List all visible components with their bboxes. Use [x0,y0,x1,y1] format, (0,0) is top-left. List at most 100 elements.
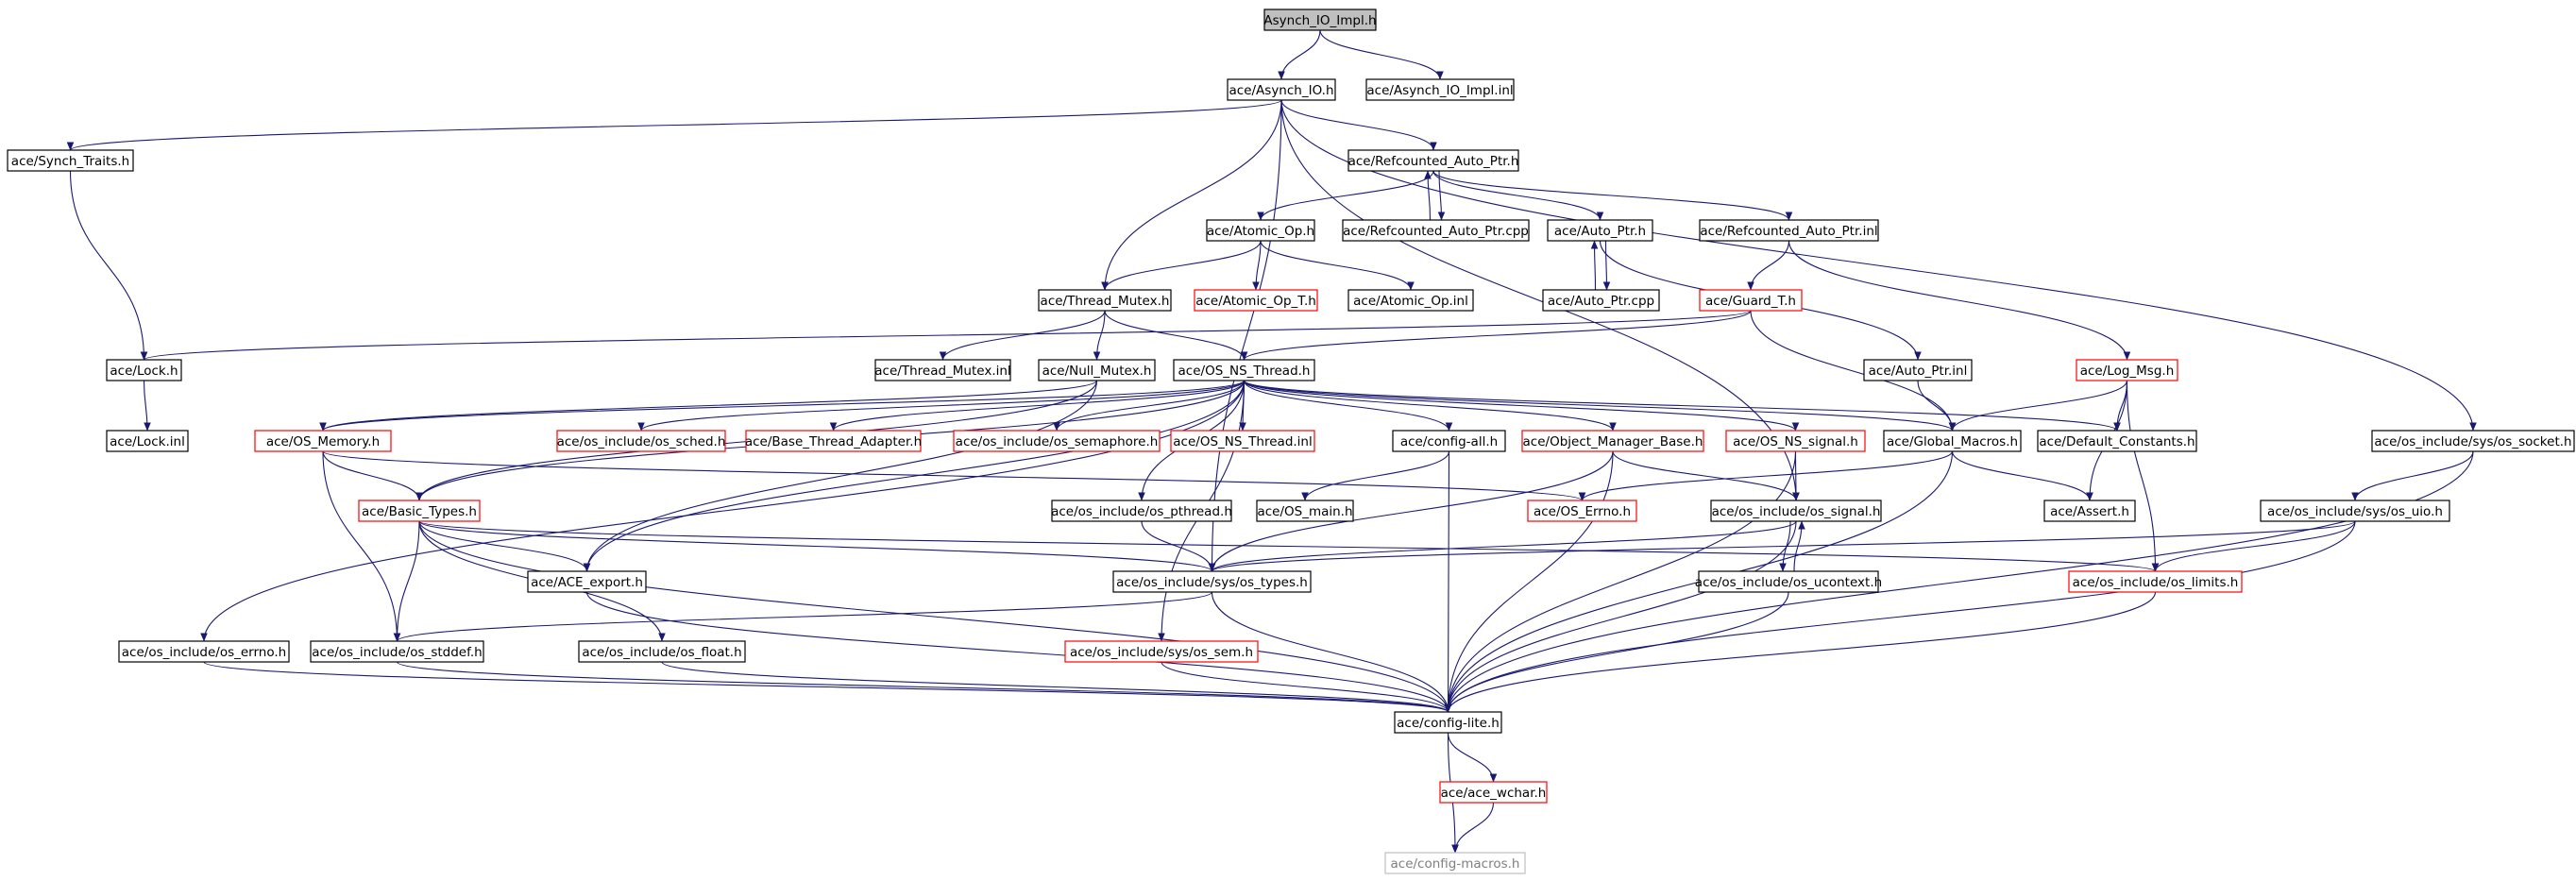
edge-auto_ptr_inl-to-global_macros_h [1917,380,1957,432]
node-box [874,359,1011,381]
node-asynch_io_impl_h[interactable]: Asynch_IO_Impl.h [1263,8,1377,31]
node-label: ace/Atomic_Op.inl [1353,294,1468,309]
node-label: ace/Refcounted_Auto_Ptr.inl [1700,224,1877,239]
edge-object_manager_base_h-to-os_include_sys_os_types_h [1208,450,1614,572]
node-os_include_os_limits_h[interactable]: ace/os_include/os_limits.h [2068,570,2243,593]
node-label: ace/OS_NS_Thread.inl [1173,434,1312,449]
node-atomic_op_t_h[interactable]: ace/Atomic_Op_T.h [1194,289,1318,312]
node-os_ns_signal_h[interactable]: ace/OS_NS_signal.h [1725,430,1866,452]
node-os_ns_thread_inl[interactable]: ace/OS_NS_Thread.inl [1170,430,1315,452]
node-synch_traits_h[interactable]: ace/Synch_Traits.h [7,149,134,172]
node-box [1542,289,1660,312]
node-label: ace/Basic_Types.h [362,504,477,519]
node-lock_h[interactable]: ace/Lock.h [106,359,182,381]
node-label: ace/config-all.h [1400,434,1498,449]
node-thread_mutex_h[interactable]: ace/Thread_Mutex.h [1038,289,1172,312]
node-refcounted_auto_ptr_cpp[interactable]: ace/Refcounted_Auto_Ptr.cpp [1342,219,1530,242]
edge-ace_export_h-to-config_lite_h [585,591,1452,713]
node-auto_ptr_cpp[interactable]: ace/Auto_Ptr.cpp [1542,289,1660,312]
edge-os_include_os_signal_h-to-os_include_sys_os_types_h [1208,520,1797,572]
node-global_macros_h[interactable]: ace/Global_Macros.h [1883,430,2022,452]
node-label: ace/Lock.inl [110,434,185,449]
node-box [1173,359,1315,381]
node-box [1699,289,1803,312]
node-label: ace/OS_main.h [1257,504,1352,519]
node-thread_mutex_inl[interactable]: ace/Thread_Mutex.inl [874,359,1011,381]
node-asynch_io_h[interactable]: ace/Asynch_IO.h [1227,78,1336,101]
node-os_include_sys_os_sem_h[interactable]: ace/os_include/sys/os_sem.h [1064,640,1259,663]
node-box [1206,219,1315,242]
edge-os_include_os_errno_h-to-config_lite_h [203,661,1451,713]
edge-log_msg_h-to-global_macros_h [1948,380,2128,432]
edge-asynch_io_impl_h-to-asynch_io_h [1278,29,1321,80]
node-os_include_os_pthread_h[interactable]: ace/os_include/os_pthread.h [1051,500,1232,522]
edge-refcounted_auto_ptr_inl-to-guard_t_h [1747,240,1790,291]
node-label: ace/os_include/os_stddef.h [312,645,482,660]
node-atomic_op_inl[interactable]: ace/Atomic_Op.inl [1347,289,1474,312]
node-basic_types_h[interactable]: ace/Basic_Types.h [358,500,481,522]
edge-os_ns_thread_h-to-os_ns_signal_h [1243,380,1800,432]
node-config_lite_h[interactable]: ace/config-lite.h [1394,711,1502,734]
node-refcounted_auto_ptr_inl[interactable]: ace/Refcounted_Auto_Ptr.inl [1699,219,1879,242]
node-refcounted_auto_ptr_h[interactable]: ace/Refcounted_Auto_Ptr.h [1347,149,1519,172]
node-label: ace/OS_NS_signal.h [1733,434,1858,449]
edge-config_all_h-to-os_main_h [1301,450,1450,501]
edge-os_include_os_limits_h-to-config_lite_h [1444,591,2157,713]
edge-os_include_sys_os_uio_h-to-os_include_sys_os_types_h [1209,520,2356,572]
edge-os_ns_thread_h-to-object_manager_base_h [1243,380,1617,432]
node-box [2076,359,2178,381]
node-os_ns_thread_h[interactable]: ace/OS_NS_Thread.h [1173,359,1315,381]
node-label: Asynch_IO_Impl.h [1263,13,1376,28]
node-log_msg_h[interactable]: ace/Log_Msg.h [2076,359,2178,381]
node-auto_ptr_inl[interactable]: ace/Auto_Ptr.inl [1863,359,1973,381]
node-box [1038,289,1172,312]
node-label: ace/os_include/sys/os_uio.h [2267,504,2443,519]
edge-os_ns_thread_h-to-base_thread_adapter_h [829,380,1246,432]
node-null_mutex_h[interactable]: ace/Null_Mutex.h [1038,359,1156,381]
edge-os_include_sys_os_uio_h-to-config_lite_h [1444,520,2356,713]
node-asynch_io_impl_inl[interactable]: ace/Asynch_IO_Impl.inl [1365,78,1515,101]
node-ace_wchar_h[interactable]: ace/ace_wchar.h [1439,781,1548,804]
node-atomic_op_h[interactable]: ace/Atomic_Op.h [1206,219,1315,242]
node-box [1863,359,1973,381]
node-os_include_os_ucontext_h[interactable]: ace/os_include/os_ucontext.h [1695,570,1882,593]
node-os_include_os_signal_h[interactable]: ace/os_include/os_signal.h [1710,500,1882,522]
node-os_memory_h[interactable]: ace/OS_Memory.h [254,430,392,452]
node-box [2043,500,2136,522]
node-box [7,149,134,172]
node-os_include_sys_os_types_h[interactable]: ace/os_include/sys/os_types.h [1112,570,1312,593]
node-lock_inl[interactable]: ace/Lock.inl [106,430,189,452]
node-os_include_sys_os_uio_h[interactable]: ace/os_include/sys/os_uio.h [2260,500,2450,522]
node-auto_ptr_h[interactable]: ace/Auto_Ptr.h [1547,219,1653,242]
node-assert_h[interactable]: ace/Assert.h [2043,500,2136,522]
node-box [106,359,182,381]
node-config_macros_h[interactable]: ace/config-macros.h [1384,852,1526,874]
edge-thread_mutex_h-to-null_mutex_h [1093,310,1106,361]
node-base_thread_adapter_h[interactable]: ace/Base_Thread_Adapter.h [745,430,922,452]
node-label: ace/os_include/os_float.h [582,645,741,660]
node-os_include_sys_os_socket_h[interactable]: ace/os_include/sys/os_socket.h [2371,430,2575,452]
node-label: ace/os_include/os_ucontext.h [1695,575,1882,590]
node-ace_export_h[interactable]: ace/ACE_export.h [527,570,647,593]
edge-null_mutex_h-to-ace_export_h [583,380,1098,572]
node-label: ace/Auto_Ptr.h [1554,224,1646,239]
edge-basic_types_h-to-ace_export_h [418,520,591,572]
node-os_include_os_sched_h[interactable]: ace/os_include/os_sched.h [556,430,726,452]
edge-os_memory_h-to-os_errno_h [322,450,1585,501]
node-label: ace/Refcounted_Auto_Ptr.h [1348,154,1519,169]
node-box [2037,430,2197,452]
node-default_constants_h[interactable]: ace/Default_Constants.h [2037,430,2197,452]
node-os_main_h[interactable]: ace/OS_main.h [1256,500,1354,522]
node-os_include_os_semaphore_h[interactable]: ace/os_include/os_semaphore.h [953,430,1161,452]
node-os_include_os_float_h[interactable]: ace/os_include/os_float.h [578,640,746,663]
node-os_errno_h[interactable]: ace/OS_Errno.h [1527,500,1637,522]
node-label: ace/Auto_Ptr.cpp [1548,294,1654,309]
node-label: ace/os_include/os_limits.h [2073,575,2239,590]
edge-guard_t_h-to-os_ns_thread_h [1240,310,1752,361]
node-guard_t_h[interactable]: ace/Guard_T.h [1699,289,1803,312]
node-object_manager_base_h[interactable]: ace/Object_Manager_Base.h [1521,430,1704,452]
edge-asynch_io_h-to-refcounted_auto_ptr_h [1280,99,1437,151]
node-os_include_os_stddef_h[interactable]: ace/os_include/os_stddef.h [310,640,484,663]
node-os_include_os_errno_h[interactable]: ace/os_include/os_errno.h [118,640,290,663]
node-config_all_h[interactable]: ace/config-all.h [1392,430,1506,452]
